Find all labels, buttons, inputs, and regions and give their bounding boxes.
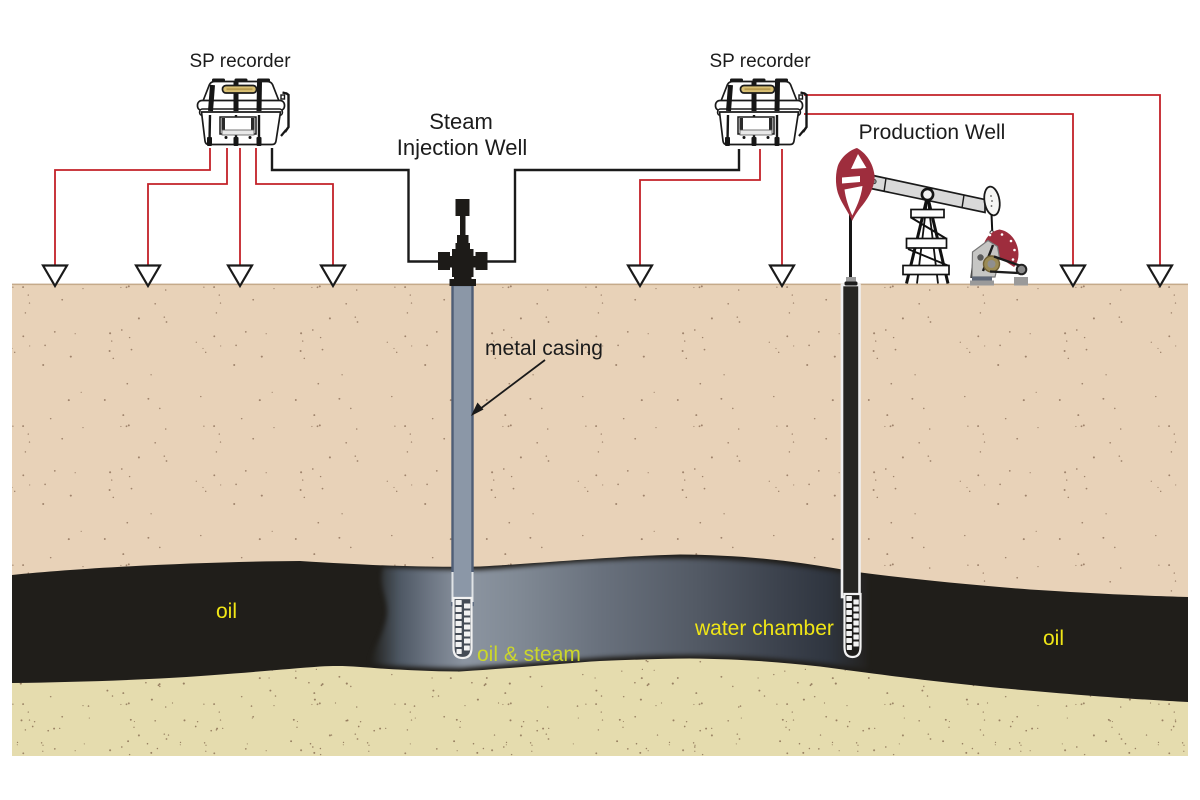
- svg-text:SP recorder: SP recorder: [189, 51, 291, 72]
- svg-text:oil & steam: oil & steam: [477, 643, 581, 666]
- svg-text:metal casing: metal casing: [485, 337, 603, 360]
- svg-text:Steam: Steam: [429, 109, 493, 134]
- svg-text:Injection Well: Injection Well: [397, 135, 527, 160]
- svg-text:oil: oil: [1043, 627, 1064, 650]
- svg-text:SP recorder: SP recorder: [709, 51, 811, 72]
- svg-text:Production Well: Production Well: [859, 121, 1006, 144]
- svg-text:water chamber: water chamber: [694, 617, 834, 640]
- svg-text:oil: oil: [216, 600, 237, 623]
